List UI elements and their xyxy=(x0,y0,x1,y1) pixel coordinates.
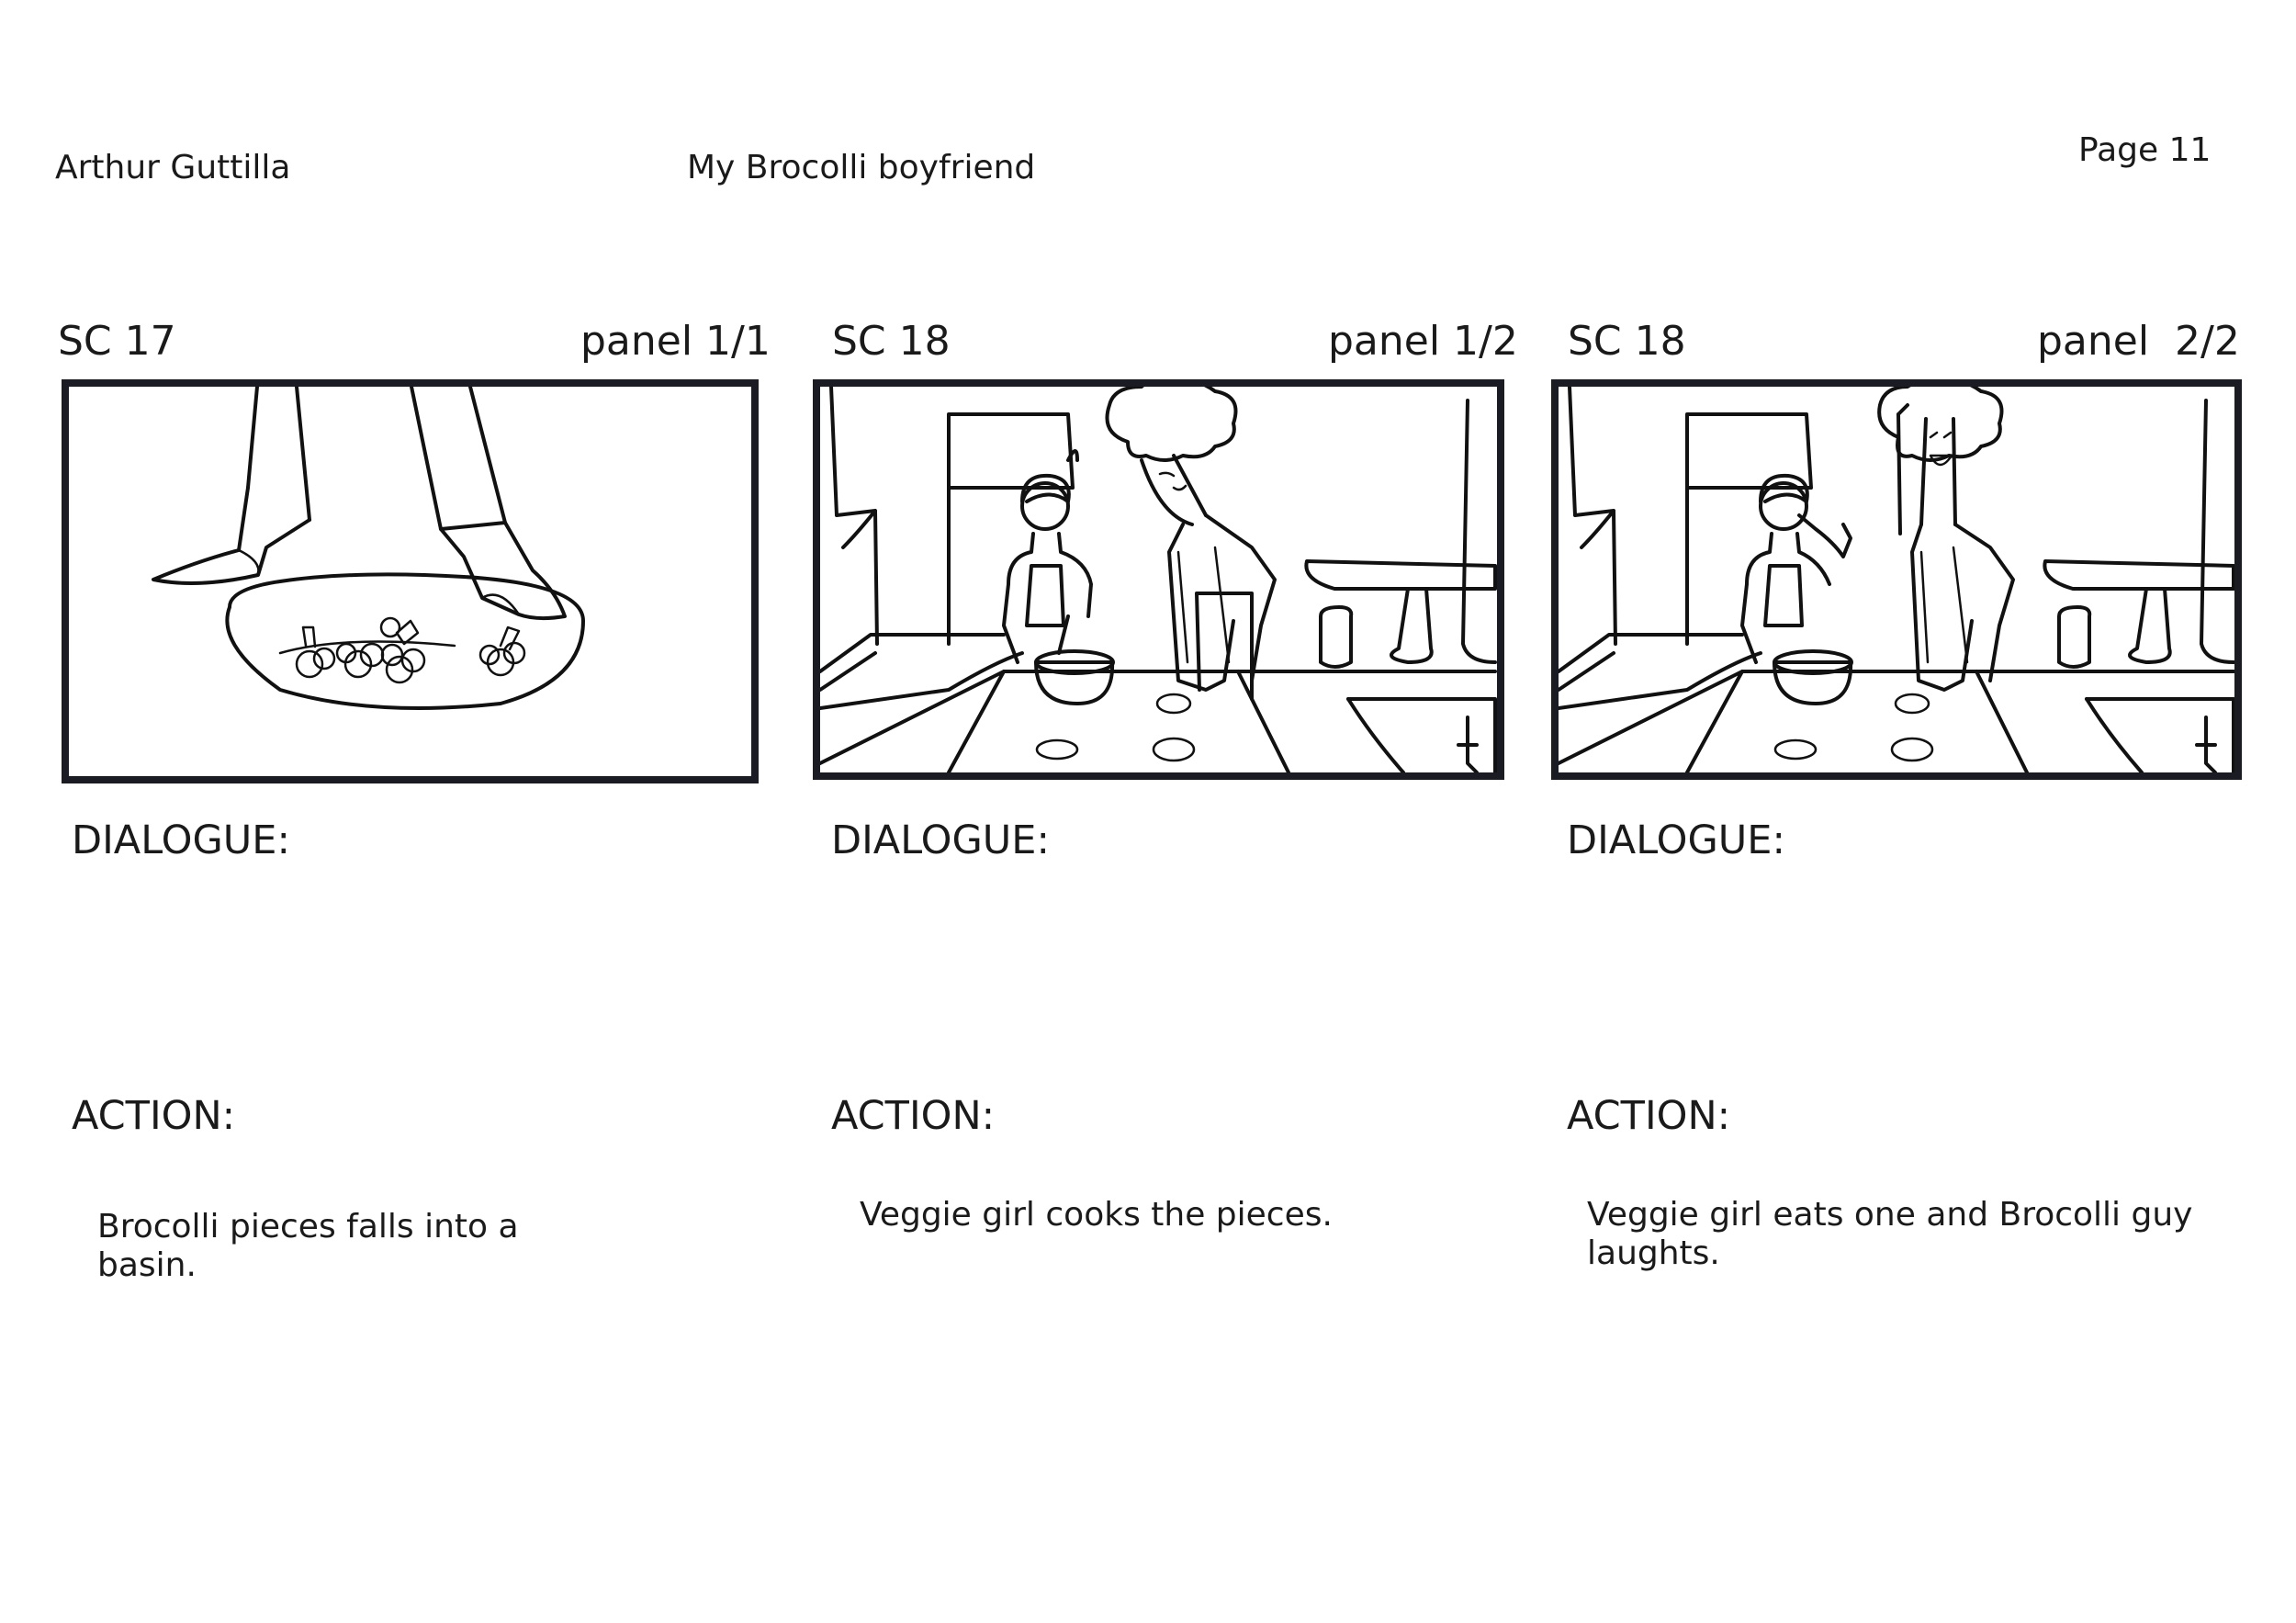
page-number: Page 11 xyxy=(2078,131,2212,169)
author-name: Arthur Guttilla xyxy=(55,149,291,186)
panel-frame xyxy=(62,379,759,783)
scene-number: SC 17 xyxy=(58,318,176,365)
panel-sketch-kitchen xyxy=(820,387,1497,772)
panel-number: panel 1/1 xyxy=(580,318,771,365)
scene-number: SC 18 xyxy=(1568,318,1686,365)
scene-number: SC 18 xyxy=(832,318,951,365)
panel-number: panel 1/2 xyxy=(1328,318,1518,365)
dialogue-label: DIALOGUE: xyxy=(72,817,290,863)
dialogue-label: DIALOGUE: xyxy=(1567,817,1785,863)
panel-frame xyxy=(1551,379,2242,780)
action-label: ACTION: xyxy=(72,1093,236,1139)
action-description: Veggie girl cooks the pieces. xyxy=(860,1196,1333,1234)
action-description: Brocolli pieces falls into a basin. xyxy=(97,1208,519,1284)
action-description: Veggie girl eats one and Brocolli guy la… xyxy=(1587,1196,2193,1272)
panel-sketch-basin xyxy=(152,387,585,710)
panel-number: panel 2/2 xyxy=(2037,318,2240,365)
dialogue-label: DIALOGUE: xyxy=(831,817,1050,863)
action-label: ACTION: xyxy=(831,1093,996,1139)
document-title: My Brocolli boyfriend xyxy=(687,149,1036,186)
action-label: ACTION: xyxy=(1567,1093,1731,1139)
panel-sketch-kitchen-laugh xyxy=(1559,387,2234,772)
panel-frame xyxy=(813,379,1504,780)
